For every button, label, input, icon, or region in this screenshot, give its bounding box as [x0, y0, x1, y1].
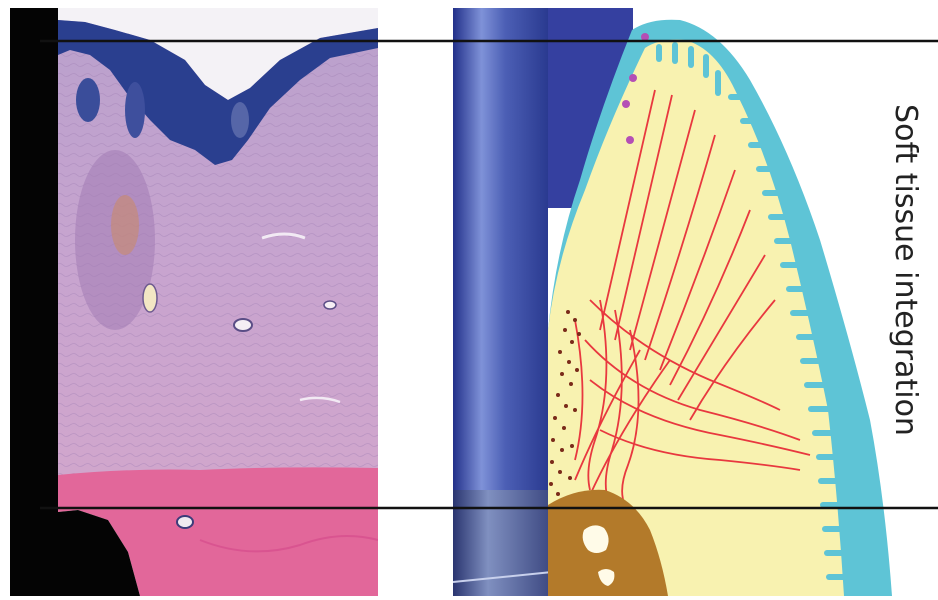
implant — [453, 8, 548, 508]
soft-tissue-integration-label: Soft tissue integration — [885, 60, 925, 480]
rete-ridge — [125, 82, 145, 138]
haversian-canal — [177, 516, 193, 528]
rete-ridge — [76, 78, 100, 122]
hemosiderin-spot — [111, 195, 139, 255]
blood-vessel — [324, 301, 336, 309]
panel-gap — [378, 0, 453, 600]
rete-ridge — [231, 102, 249, 138]
blood-vessel — [143, 284, 157, 312]
blood-vessel — [234, 319, 252, 331]
